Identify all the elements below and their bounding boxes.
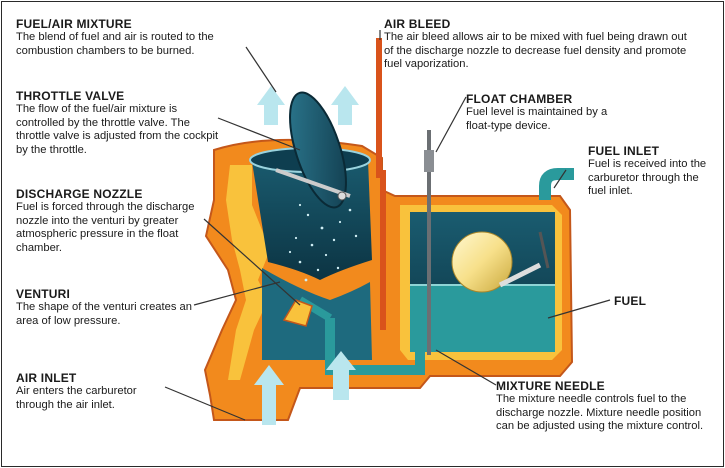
label-title: MIXTURE NEEDLE xyxy=(496,379,605,393)
throttle-valve xyxy=(275,91,351,209)
label-description: The mixture needle controls fuel to the … xyxy=(496,393,704,433)
fuel-passage xyxy=(325,318,425,375)
label-description: Fuel is received into the carburetor thr… xyxy=(588,158,707,198)
label-fuel-inlet: FUEL INLET Fuel is received into the car… xyxy=(588,144,716,199)
airflow-out-arrow-right xyxy=(331,86,359,125)
discharge-nozzle xyxy=(282,299,313,327)
label-title: FLOAT CHAMBER xyxy=(466,92,573,106)
label-title: DISCHARGE NOZZLE xyxy=(16,187,143,201)
float xyxy=(451,231,550,293)
label-description: Fuel is forced through the discharge noz… xyxy=(16,201,195,254)
label-air-inlet: AIR INLET Air enters the carburetor thro… xyxy=(16,371,171,412)
label-description: Air enters the carburetor through the ai… xyxy=(16,385,137,411)
label-title: VENTURI xyxy=(16,287,71,301)
label-float-chamber: FLOAT CHAMBER Fuel level is maintained b… xyxy=(466,92,616,133)
fuel-inlet-pipe xyxy=(539,168,574,200)
airflow-arrows xyxy=(254,86,359,425)
label-mixture-needle: MIXTURE NEEDLE The mixture needle contro… xyxy=(496,379,721,434)
label-venturi: VENTURI The shape of the venturi creates… xyxy=(16,287,201,328)
label-title: FUEL INLET xyxy=(588,144,660,158)
label-throttle-valve: THROTTLE VALVE The flow of the fuel/air … xyxy=(16,89,221,157)
label-description: The blend of fuel and air is routed to t… xyxy=(16,31,214,57)
label-title: FUEL/AIR MIXTURE xyxy=(16,17,132,31)
fuel-pool xyxy=(410,285,555,352)
label-title: AIR BLEED xyxy=(384,17,451,31)
airflow-in-arrow-right xyxy=(326,351,356,400)
label-title: THROTTLE VALVE xyxy=(16,89,125,103)
leader-lines xyxy=(164,30,611,421)
label-title: FUEL xyxy=(614,294,647,308)
label-title: AIR INLET xyxy=(16,371,77,385)
airflow-out-arrow-left xyxy=(257,86,285,125)
label-fuel: FUEL xyxy=(614,294,694,308)
air-bleed-tube xyxy=(376,38,386,330)
label-description: The air bleed allows air to be mixed wit… xyxy=(384,31,687,71)
label-air-bleed: AIR BLEED The air bleed allows air to be… xyxy=(384,17,694,72)
mixture-needle xyxy=(424,130,434,355)
label-description: The shape of the venturi creates an area… xyxy=(16,301,193,327)
label-description: The flow of the fuel/air mixture is cont… xyxy=(16,103,219,156)
label-description: Fuel level is maintained by a float-type… xyxy=(466,106,608,132)
label-discharge-nozzle: DISCHARGE NOZZLE Fuel is forced through … xyxy=(16,187,201,255)
airflow-in-arrow-left xyxy=(254,365,284,425)
label-fuel-air-mixture: FUEL/AIR MIXTURE The blend of fuel and a… xyxy=(16,17,246,58)
